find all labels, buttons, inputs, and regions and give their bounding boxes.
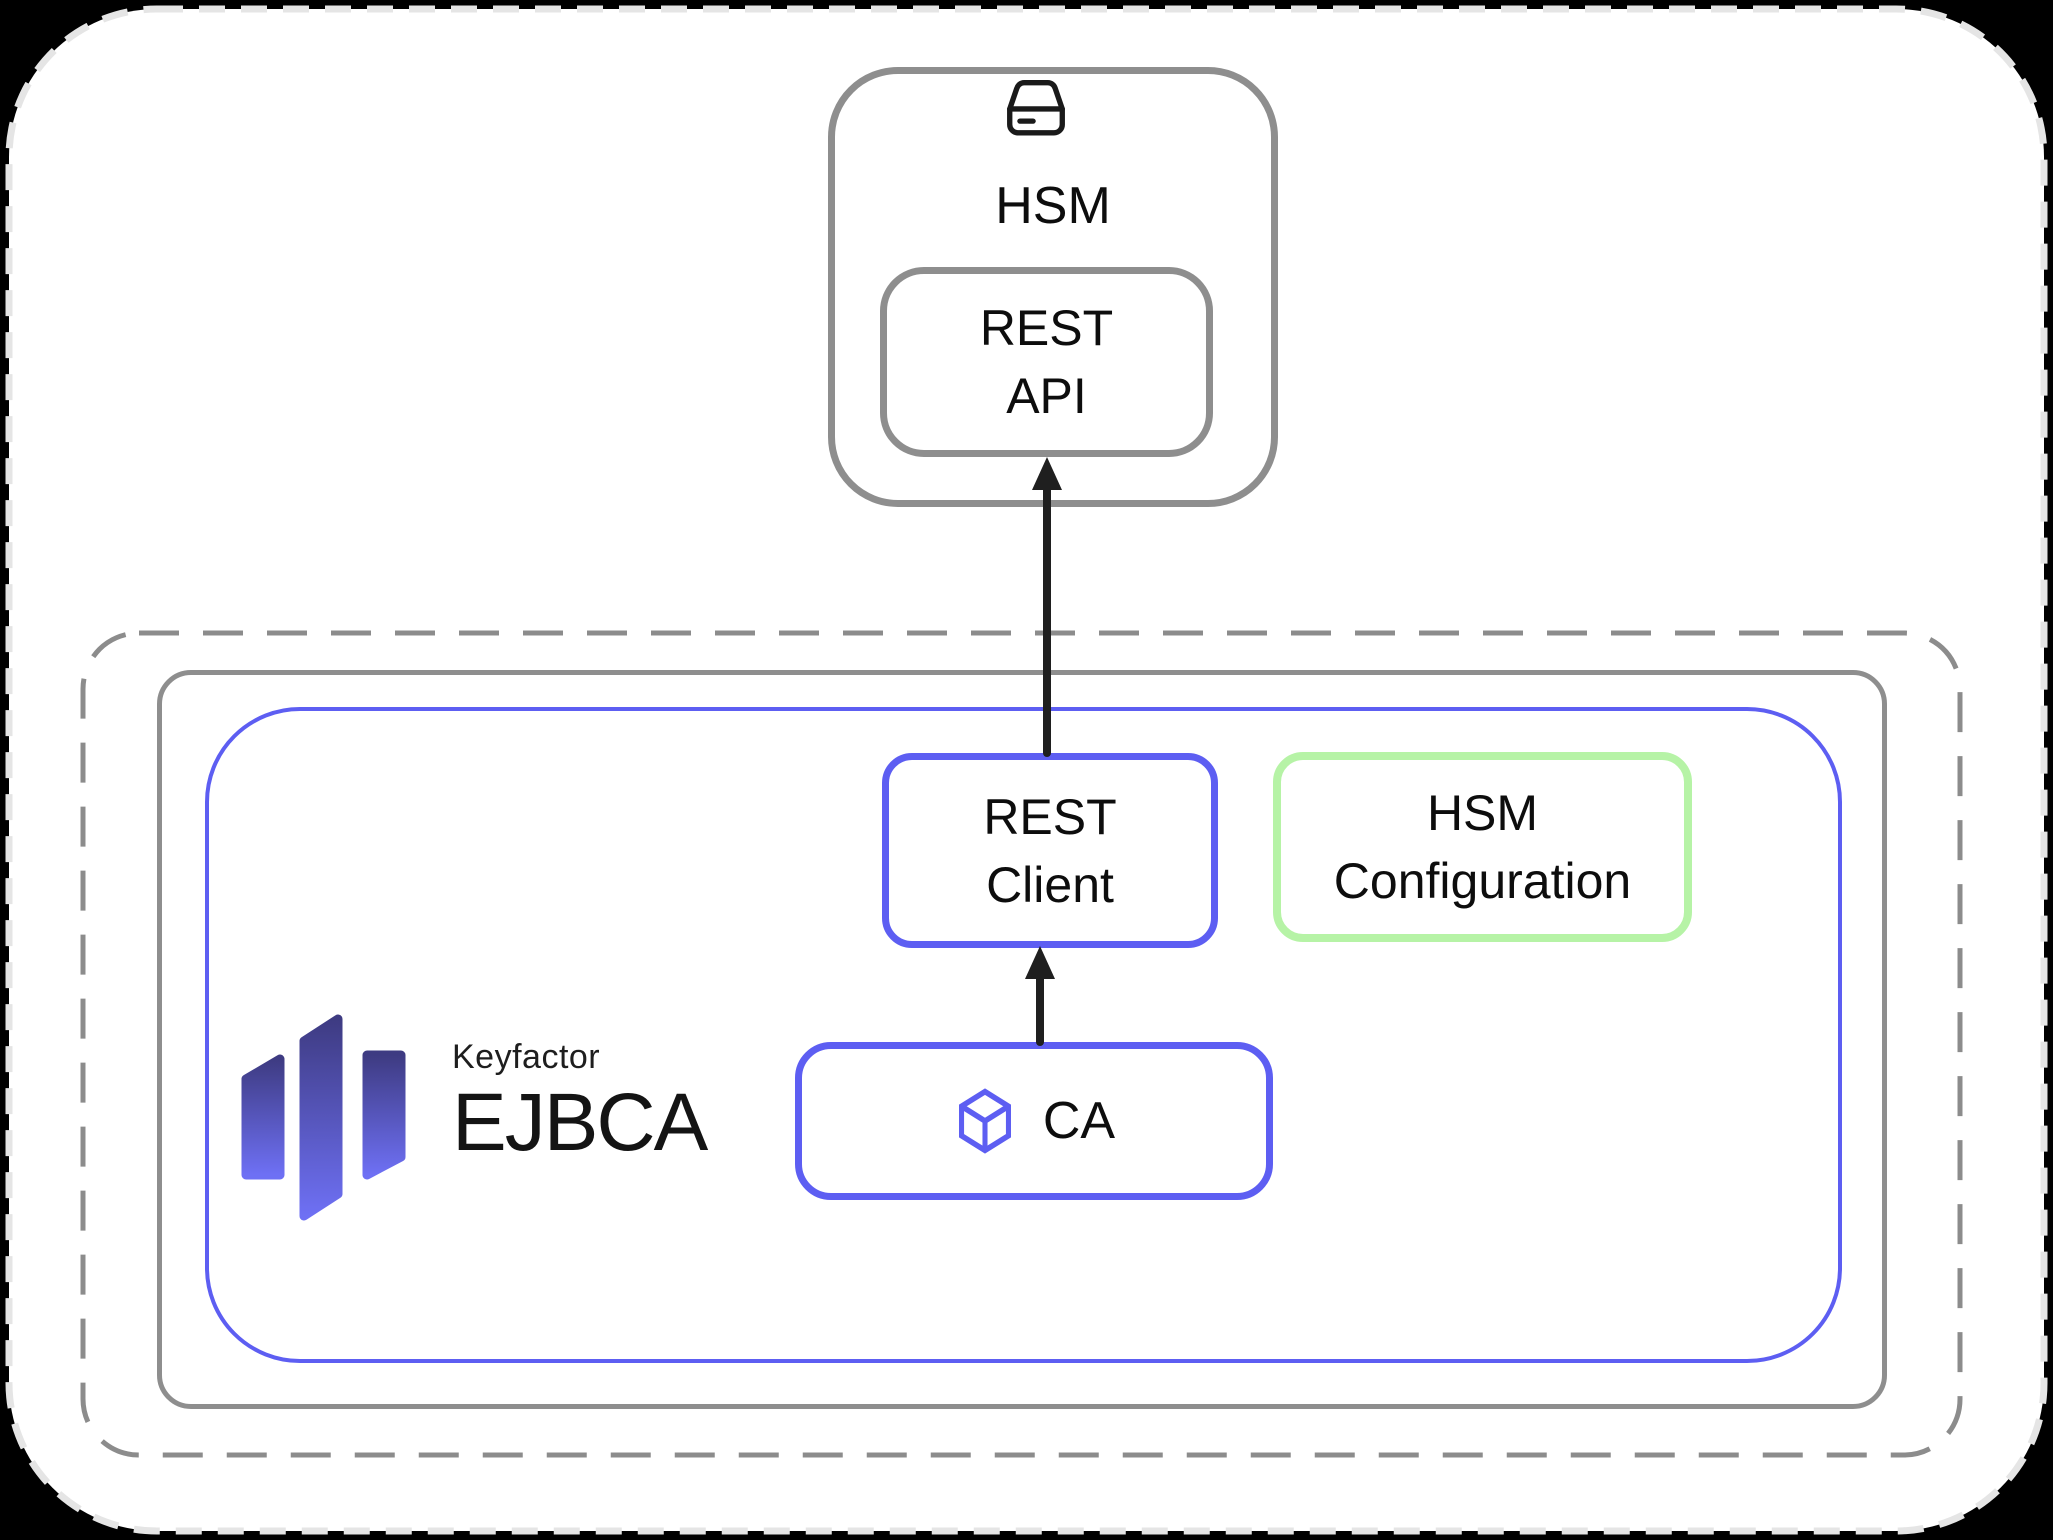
hsm-rest-api-box: REST API [880,267,1213,457]
keyfactor-bars-logo [241,1014,406,1221]
brand-text-block: Keyfactor EJBCA [452,1038,708,1168]
ca-label: CA [1042,1092,1116,1150]
rest-client-label-line2: Client [986,856,1114,913]
rest-client-box: REST Client [882,753,1218,948]
hsm-group-box [828,67,1278,507]
white-card [5,5,2048,1535]
ca-box: CA [795,1042,1273,1200]
brand-product-name: EJBCA [452,1077,708,1168]
server-container-box [157,670,1887,1409]
brand-company-name: Keyfactor [452,1038,601,1076]
hsm-configuration-label-line1: HSM [1426,785,1539,841]
hsm-configuration-box: HSM Configuration [1273,752,1692,942]
rest-api-label-line1: REST [979,300,1114,356]
dashed-deployment-boundary [80,630,1963,1458]
hsm-configuration-label-line2: Configuration [1333,853,1632,909]
cube-icon [958,1088,1011,1154]
rest-api-label-line2: API [1006,368,1087,424]
hard-drive-icon [1007,80,1065,136]
hsm-title: HSM [995,177,1111,235]
ejbca-container-box [205,707,1842,1363]
rest-client-label-line1: REST [983,788,1117,845]
